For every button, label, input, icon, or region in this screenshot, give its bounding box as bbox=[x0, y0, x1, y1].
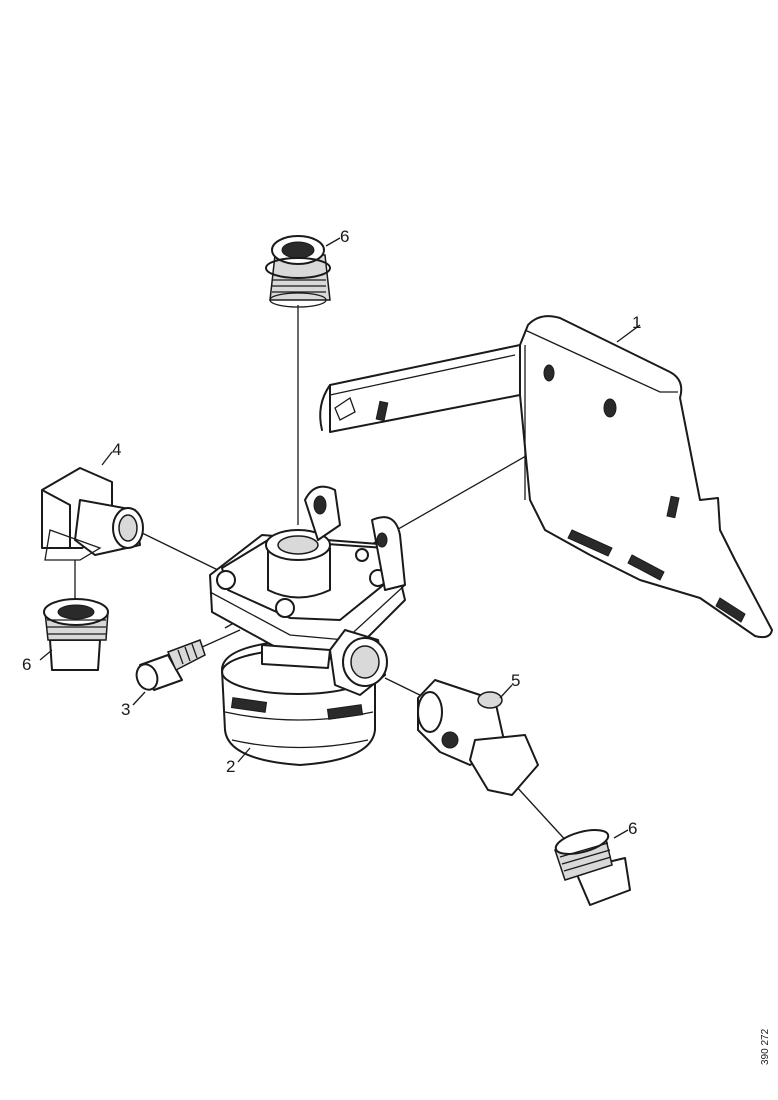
bracket-hole bbox=[603, 398, 617, 418]
callout-5: 5 bbox=[511, 671, 520, 690]
mounting-bracket bbox=[319, 315, 773, 639]
bracket-hole bbox=[543, 364, 555, 382]
callout-6-left: 6 bbox=[22, 655, 31, 674]
callout-6-top: 6 bbox=[340, 227, 349, 246]
elbow-fitting-left bbox=[41, 467, 144, 561]
bracket-slot bbox=[375, 400, 389, 422]
elbow-fitting-right bbox=[417, 679, 539, 796]
assembly-line-screw bbox=[199, 629, 241, 649]
callout-4: 4 bbox=[112, 440, 121, 459]
bracket-slot bbox=[666, 495, 680, 519]
valve-body bbox=[209, 485, 406, 766]
assembly-line-elbow-left bbox=[139, 531, 223, 573]
screw bbox=[135, 639, 206, 691]
callout-3: 3 bbox=[121, 700, 130, 719]
callout-1: 1 bbox=[632, 313, 641, 332]
assembly-line-elbow-right-down bbox=[514, 784, 571, 846]
figure-reference-number: 390 272 bbox=[760, 1028, 771, 1065]
threaded-fitting-right bbox=[554, 829, 631, 906]
callout-6-right: 6 bbox=[628, 819, 637, 838]
callout-2: 2 bbox=[226, 757, 235, 776]
threaded-fitting-left bbox=[43, 598, 109, 671]
threaded-fitting-top bbox=[265, 235, 331, 308]
